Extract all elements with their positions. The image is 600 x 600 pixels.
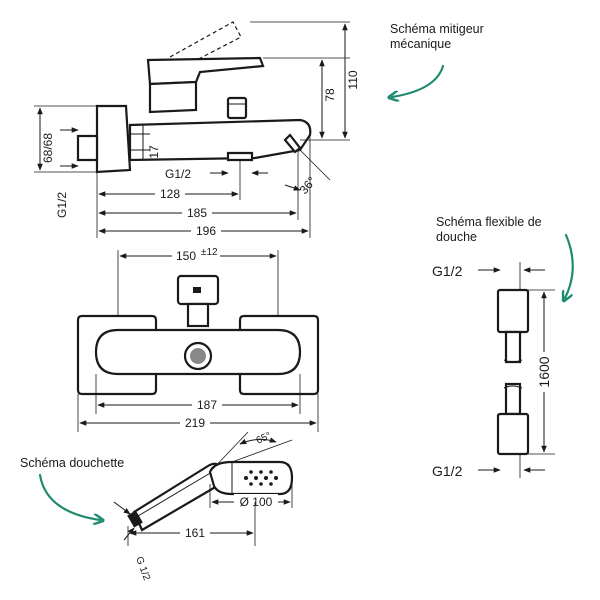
- svg-text:G1/2: G1/2: [432, 463, 463, 479]
- svg-text:128: 128: [160, 187, 180, 201]
- svg-text:G1/2: G1/2: [432, 263, 463, 279]
- svg-text:187: 187: [197, 398, 217, 412]
- wall-connector: [95, 104, 132, 174]
- svg-text:±12: ±12: [201, 247, 218, 258]
- hose-bottom-fitting: [496, 412, 530, 456]
- svg-text:G1/2: G1/2: [165, 167, 191, 181]
- svg-text:68/68: 68/68: [41, 133, 55, 163]
- svg-text:161: 161: [185, 526, 205, 540]
- svg-text:110: 110: [346, 70, 360, 89]
- svg-text:36°: 36°: [297, 174, 320, 197]
- handshower-schema-label: Schéma douchette: [20, 456, 125, 470]
- svg-text:Ø 100: Ø 100: [240, 495, 273, 509]
- mixer-schema-label: Schéma mitigeur mécanique: [390, 22, 484, 51]
- svg-text:17: 17: [147, 145, 161, 159]
- svg-text:78: 78: [323, 88, 337, 102]
- hose-callout-arrow: [565, 233, 574, 298]
- mixer-front-view: 150 ±12 187 219: [76, 247, 320, 432]
- diverter-knob: [226, 96, 248, 120]
- hose-lower: [504, 382, 522, 416]
- mixer-dimensions: 110 78 68/68 G1/2 17 G1/2 36° 128 185: [34, 21, 360, 238]
- svg-text:185: 185: [187, 206, 207, 220]
- hand-shower-head: [208, 460, 294, 496]
- handshower-callout-arrow: [38, 473, 100, 520]
- mixer-callout-arrow: [392, 64, 445, 97]
- hose-schema-label: Schéma flexible de douche: [436, 215, 542, 244]
- spout-outlet: [226, 151, 254, 162]
- svg-text:1600: 1600: [536, 356, 552, 387]
- mixer-side-view: [76, 21, 312, 174]
- svg-text:65°: 65°: [255, 430, 273, 446]
- hose-top-fitting: [496, 288, 530, 334]
- svg-text:196: 196: [196, 224, 216, 238]
- hose-upper: [504, 330, 522, 364]
- svg-text:219: 219: [185, 416, 205, 430]
- lever: [146, 56, 265, 86]
- svg-text:G 1/2: G 1/2: [133, 555, 152, 582]
- connector-thread: [76, 134, 99, 162]
- lever-swing-outline: [169, 21, 242, 65]
- shower-hose: G1/2 1600 G1/2: [432, 262, 555, 479]
- hand-shower: 65° Ø 100 161 G 1/2: [113, 430, 294, 582]
- svg-text:150: 150: [176, 249, 196, 263]
- spout-tip: [283, 133, 302, 154]
- mixer-body: [128, 118, 312, 162]
- cartridge-body: [148, 80, 198, 114]
- front-cartridge: [186, 302, 210, 328]
- svg-text:G1/2: G1/2: [55, 192, 69, 218]
